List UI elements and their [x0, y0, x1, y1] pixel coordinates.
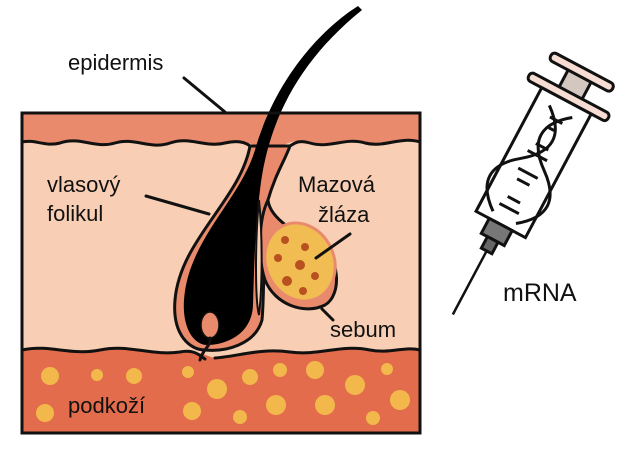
label-follicle-1: vlasový [47, 172, 120, 197]
hair-papilla [200, 311, 220, 339]
label-gland-2: žláza [318, 202, 370, 227]
dna-helix-icon [485, 104, 573, 225]
fat-cells [36, 361, 410, 425]
label-hypodermis: podkoží [68, 393, 145, 418]
epidermis-layer [22, 113, 420, 148]
label-epidermis: epidermis [68, 50, 163, 75]
gland-duct [255, 199, 263, 316]
label-gland-1: Mazová [298, 172, 376, 197]
skin-cross-section [20, 6, 422, 435]
label-sebum: sebum [330, 317, 396, 342]
hair-shaft [183, 6, 362, 345]
label-mrna: mRNA [503, 279, 577, 307]
labels: epidermis vlasový folikul Mazová žláza s… [47, 50, 396, 418]
label-follicle-2: folikul [47, 201, 103, 226]
sebum-droplets [274, 236, 319, 295]
syringe-icon [451, 51, 615, 316]
